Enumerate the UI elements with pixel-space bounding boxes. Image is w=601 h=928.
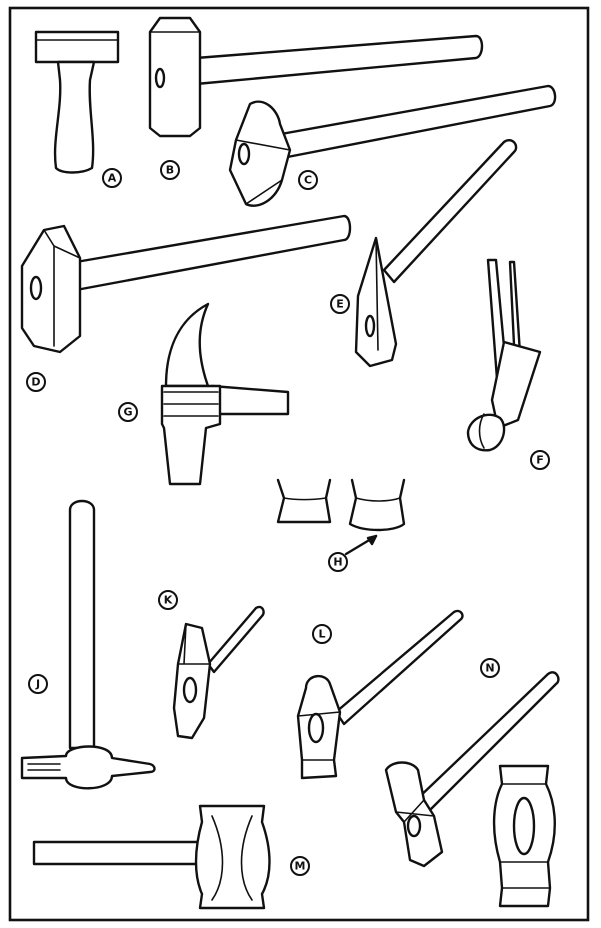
label-j: J [28,674,48,694]
label-b: B [160,160,180,180]
hammer-m [32,804,271,910]
hammer-l [296,609,464,780]
svg-text:F: F [536,454,544,467]
svg-text:M: M [295,860,306,873]
svg-text:E: E [336,298,344,311]
svg-text:J: J [35,678,40,691]
hammer-h [276,478,406,556]
svg-text:K: K [164,594,173,607]
hammer-j [20,499,156,790]
label-g: G [118,402,138,422]
label-f: F [530,450,550,470]
hammer-b [148,16,484,138]
label-h: H [328,552,348,572]
svg-text:B: B [166,164,174,177]
svg-text:A: A [108,172,117,185]
svg-text:G: G [123,406,132,419]
label-k: K [158,590,178,610]
svg-text:L: L [318,628,325,641]
svg-text:N: N [485,662,494,675]
label-l: L [312,624,332,644]
label-m: M [290,856,310,876]
svg-text:C: C [304,174,312,187]
label-d: D [26,372,46,392]
hammer-c [228,84,557,207]
hammer-d [20,214,352,354]
svg-text:D: D [31,376,40,389]
hammer-a [34,30,120,174]
hammer-k [172,605,265,740]
hammer-f [466,258,542,452]
hammer-e [354,138,518,368]
hammer-g [160,302,290,486]
svg-text:H: H [333,556,342,569]
label-e: E [330,294,350,314]
hammer-n [384,671,560,908]
label-c: C [298,170,318,190]
label-a: A [102,168,122,188]
label-n: N [480,658,500,678]
